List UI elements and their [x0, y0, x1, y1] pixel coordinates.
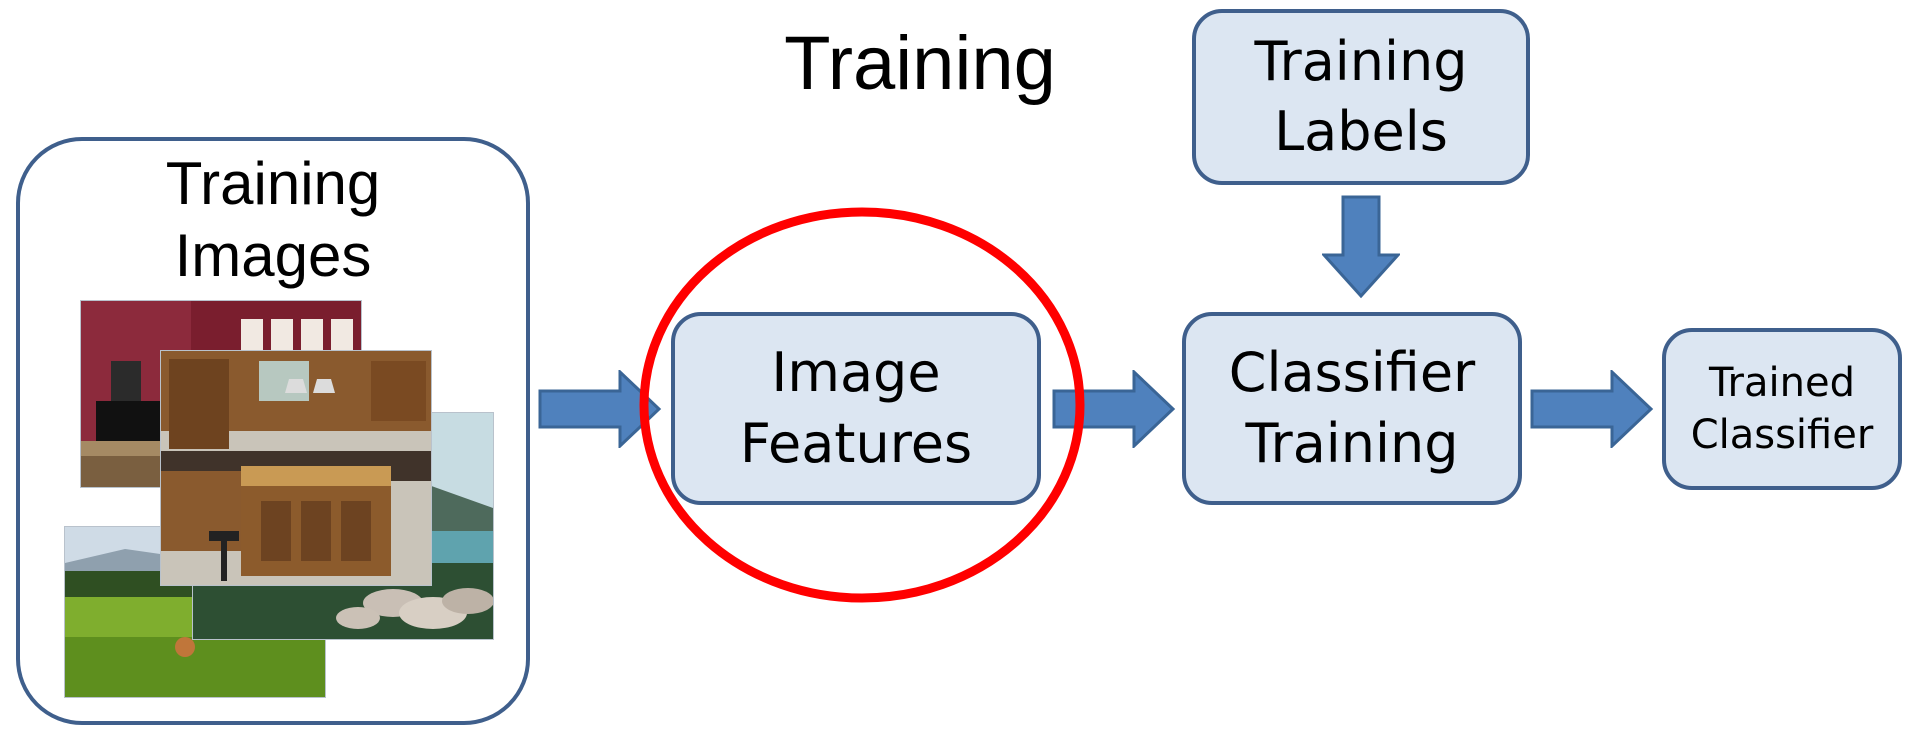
kitchen-interior-image — [160, 350, 432, 586]
training-images-label: Training Images — [165, 150, 381, 289]
arrow-classifier-to-trained — [1530, 370, 1654, 448]
image-features-box: Image Features — [671, 312, 1041, 505]
trained-classifier-label: Trained Classifier — [1690, 360, 1874, 458]
diagram-title: Training — [784, 21, 1056, 106]
arrow-features-to-classifier — [1052, 370, 1176, 448]
trained-classifier-box: Trained Classifier — [1662, 328, 1902, 490]
training-labels-label: Training Labels — [1254, 29, 1468, 163]
highlight-circle — [639, 207, 1085, 603]
classifier-training-box: Classifier Training — [1182, 312, 1522, 505]
training-labels-box: Training Labels — [1192, 9, 1530, 185]
classifier-training-label: Classifier Training — [1228, 341, 1476, 475]
image-features-label: Image Features — [739, 341, 973, 475]
arrow-images-to-features — [538, 370, 662, 448]
arrow-labels-to-classifier — [1322, 195, 1400, 299]
